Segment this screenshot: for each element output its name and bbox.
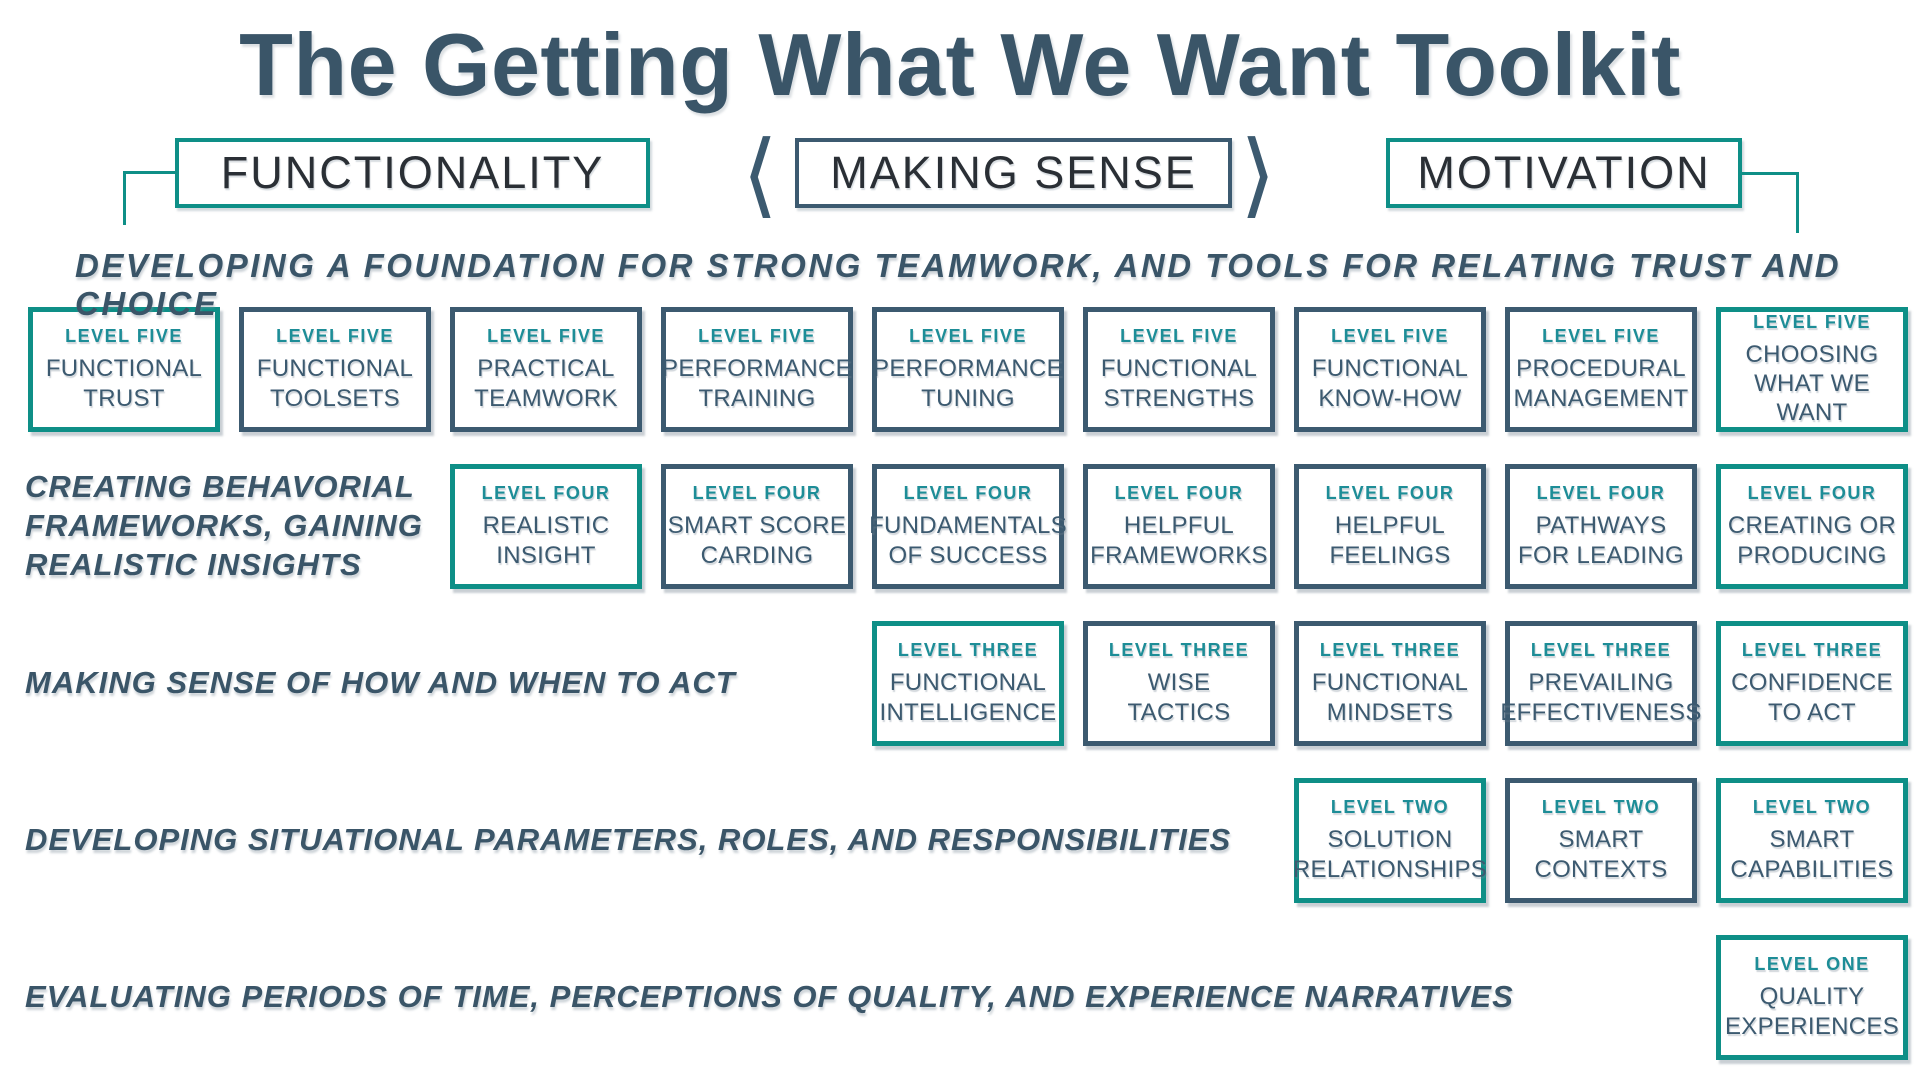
toolkit-box: LEVEL FIVE FUNCTIONAL KNOW-HOW [1294, 307, 1486, 432]
row-label-level-two: DEVELOPING SITUATIONAL PARAMETERS, ROLES… [25, 822, 1232, 858]
box-level-label: LEVEL FIVE [487, 326, 605, 347]
box-title: CHOOSING WHAT WE WANT [1745, 340, 1879, 427]
category-making-sense: MAKING SENSE [795, 138, 1232, 208]
toolkit-box: LEVEL FOUR HELPFUL FRAMEWORKS [1083, 464, 1275, 589]
row-label-level-five: DEVELOPING A FOUNDATION FOR STRONG TEAMW… [75, 247, 1842, 322]
box-title: PRACTICAL TEAMWORK [474, 355, 618, 412]
box-title: REALISTIC INSIGHT [482, 512, 610, 569]
toolkit-box: LEVEL FIVE FUNCTIONAL TRUST [28, 307, 220, 432]
box-level-label: LEVEL ONE [1754, 954, 1870, 975]
toolkit-box: LEVEL FOUR FUNDAMENTALS OF SUCCESS [869, 464, 1067, 589]
box-title: FUNCTIONAL TRUST [45, 355, 203, 412]
toolkit-box: LEVEL FOUR SMART SCORE CARDING [661, 464, 853, 589]
box-title: SMART CAPABILITIES [1730, 826, 1894, 883]
box-title: PERFORMANCE TRAINING [662, 355, 852, 412]
toolkit-box: LEVEL FIVE PROCEDURAL MANAGEMENT [1505, 307, 1697, 432]
box-level-label: LEVEL FIVE [1331, 326, 1449, 347]
box-level-label: LEVEL FOUR [692, 483, 822, 504]
angle-left-icon: ⟨ [742, 121, 778, 228]
category-motivation-label: MOTIVATION [1417, 147, 1711, 198]
box-title: WISE TACTICS [1127, 669, 1231, 726]
box-level-label: LEVEL THREE [1319, 640, 1461, 661]
toolkit-box: LEVEL THREE CONFIDENCE TO ACT [1716, 621, 1908, 746]
toolkit-box: LEVEL FOUR CREATING OR PRODUCING [1716, 464, 1908, 589]
category-motivation: MOTIVATION [1386, 138, 1742, 208]
toolkit-box: LEVEL THREE FUNCTIONAL INTELLIGENCE [872, 621, 1064, 746]
toolkit-box: LEVEL TWO SMART CONTEXTS [1505, 778, 1697, 903]
box-level-label: LEVEL FIVE [1542, 326, 1660, 347]
box-level-label: LEVEL THREE [897, 640, 1039, 661]
box-title: FUNCTIONAL STRENGTHS [1100, 355, 1258, 412]
box-title: SMART CONTEXTS [1534, 826, 1668, 883]
functionality-bracket-horizontal [123, 171, 177, 174]
box-title: FUNCTIONAL TOOLSETS [256, 355, 414, 412]
toolkit-box: LEVEL THREE PREVAILING EFFECTIVENESS [1500, 621, 1701, 746]
toolkit-box: LEVEL FOUR PATHWAYS FOR LEADING [1505, 464, 1697, 589]
toolkit-box: LEVEL THREE WISE TACTICS [1083, 621, 1275, 746]
toolkit-box: LEVEL FIVE FUNCTIONAL TOOLSETS [239, 307, 431, 432]
box-title: QUALITY EXPERIENCES [1724, 983, 1900, 1040]
toolkit-box: LEVEL FIVE PRACTICAL TEAMWORK [450, 307, 642, 432]
box-level-label: LEVEL FIVE [276, 326, 394, 347]
category-making-sense-label: MAKING SENSE [830, 147, 1197, 198]
category-functionality-label: FUNCTIONALITY [220, 147, 605, 198]
toolkit-box: LEVEL FIVE FUNCTIONAL STRENGTHS [1083, 307, 1275, 432]
box-title: HELPFUL FEELINGS [1329, 512, 1451, 569]
box-title: PATHWAYS FOR LEADING [1518, 512, 1684, 569]
angle-right-icon: ⟩ [1240, 121, 1276, 228]
box-level-label: LEVEL FIVE [909, 326, 1027, 347]
toolkit-box: LEVEL FIVE PERFORMANCE TRAINING [661, 307, 853, 432]
box-title: SOLUTION RELATIONSHIPS [1292, 826, 1488, 883]
box-level-label: LEVEL THREE [1741, 640, 1883, 661]
box-level-label: LEVEL FIVE [1753, 311, 1871, 332]
toolkit-box: LEVEL FOUR REALISTIC INSIGHT [450, 464, 642, 589]
motivation-bracket-vertical [1796, 172, 1799, 233]
box-title: FUNCTIONAL KNOW-HOW [1311, 355, 1469, 412]
box-level-label: LEVEL TWO [1541, 797, 1661, 818]
box-level-label: LEVEL TWO [1752, 797, 1872, 818]
box-title: HELPFUL FRAMEWORKS [1090, 512, 1268, 569]
page-title: The Getting What We Want Toolkit [239, 15, 1681, 114]
box-level-label: LEVEL FIVE [1120, 326, 1238, 347]
toolkit-box: LEVEL THREE FUNCTIONAL MINDSETS [1294, 621, 1486, 746]
box-level-label: LEVEL FOUR [1114, 483, 1244, 504]
toolkit-box: LEVEL ONE QUALITY EXPERIENCES [1716, 935, 1908, 1060]
toolkit-box: LEVEL TWO SOLUTION RELATIONSHIPS [1292, 778, 1488, 903]
toolkit-box: LEVEL FIVE CHOOSING WHAT WE WANT [1716, 307, 1908, 432]
row-label-level-one: EVALUATING PERIODS OF TIME, PERCEPTIONS … [25, 979, 1514, 1015]
box-title: CREATING OR PRODUCING [1727, 512, 1897, 569]
box-level-label: LEVEL FOUR [1747, 483, 1877, 504]
motivation-bracket-horizontal [1742, 172, 1799, 175]
box-title: CONFIDENCE TO ACT [1731, 669, 1893, 726]
box-level-label: LEVEL TWO [1330, 797, 1450, 818]
box-title: PERFORMANCE TUNING [873, 355, 1063, 412]
box-title: FUNDAMENTALS OF SUCCESS [869, 512, 1067, 569]
box-title: FUNCTIONAL MINDSETS [1311, 669, 1469, 726]
row-label-level-four: CREATING BEHAVORIAL FRAMEWORKS, GAINING … [25, 469, 423, 582]
box-level-label: LEVEL THREE [1108, 640, 1250, 661]
box-level-label: LEVEL FIVE [65, 326, 183, 347]
box-level-label: LEVEL FOUR [1536, 483, 1666, 504]
row-label-level-three: MAKING SENSE OF HOW AND WHEN TO ACT [25, 665, 736, 701]
box-title: SMART SCORE CARDING [667, 512, 847, 569]
box-title: FUNCTIONAL INTELLIGENCE [879, 669, 1057, 726]
box-level-label: LEVEL FIVE [698, 326, 816, 347]
box-level-label: LEVEL THREE [1530, 640, 1672, 661]
functionality-bracket-vertical [123, 171, 126, 225]
toolkit-box: LEVEL TWO SMART CAPABILITIES [1716, 778, 1908, 903]
box-level-label: LEVEL FOUR [903, 483, 1033, 504]
toolkit-box: LEVEL FIVE PERFORMANCE TUNING [872, 307, 1064, 432]
box-level-label: LEVEL FOUR [1325, 483, 1455, 504]
box-level-label: LEVEL FOUR [481, 483, 611, 504]
category-functionality: FUNCTIONALITY [175, 138, 650, 208]
box-title: PROCEDURAL MANAGEMENT [1513, 355, 1689, 412]
box-title: PREVAILING EFFECTIVENESS [1500, 669, 1702, 726]
toolkit-box: LEVEL FOUR HELPFUL FEELINGS [1294, 464, 1486, 589]
